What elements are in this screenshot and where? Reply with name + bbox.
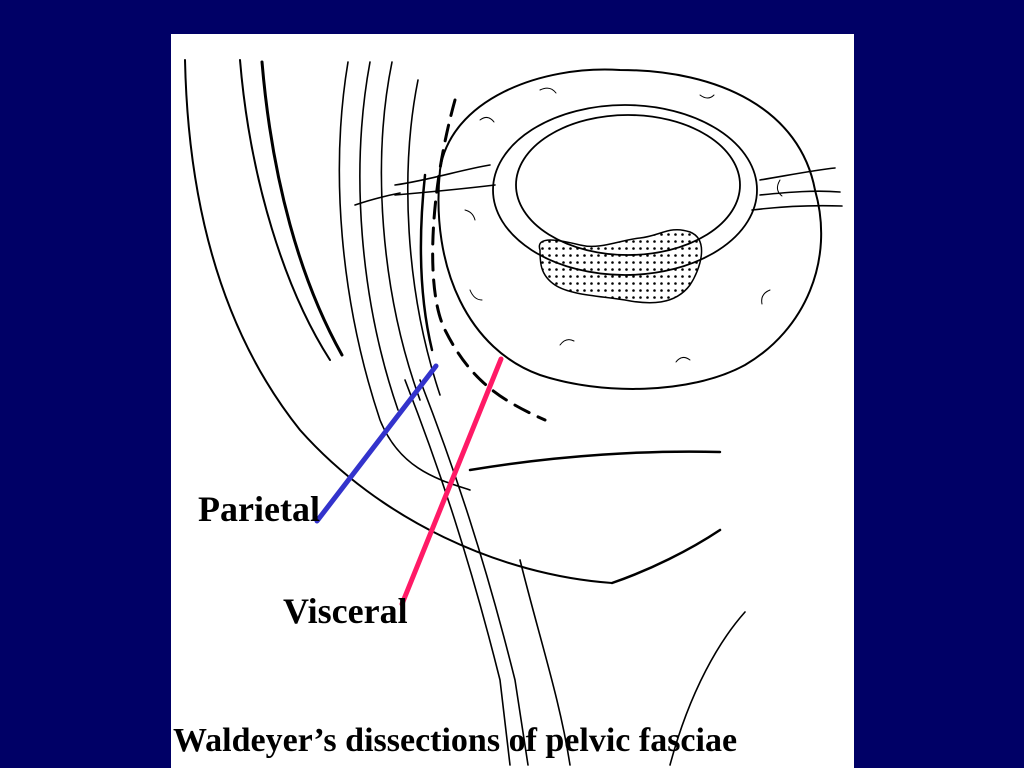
strand-left [404, 379, 511, 766]
texture-3 [699, 94, 715, 99]
texture-8 [469, 289, 483, 301]
ligament-right-3 [751, 204, 843, 211]
rectum-outer [437, 68, 823, 390]
inner-wall-right [260, 60, 344, 357]
fascia-band-1 [338, 61, 471, 491]
ligament-left-1 [394, 164, 491, 186]
visceral-leader-line [399, 356, 504, 607]
texture-9 [464, 209, 476, 221]
texture-5 [761, 289, 771, 305]
ligament-left-3 [354, 192, 401, 206]
illustration-panel [171, 34, 854, 768]
lower-curve-1 [468, 450, 722, 472]
ligament-left-2 [394, 184, 496, 196]
outer-wall-thick [610, 528, 722, 585]
outer-wall-line [184, 59, 613, 584]
strand-right [419, 379, 529, 766]
texture-4 [776, 179, 783, 197]
slide-caption: Waldeyer’s dissections of pelvic fasciae [173, 722, 738, 759]
lower-curve-3 [669, 611, 746, 766]
ligament-right-1 [759, 167, 836, 181]
visceral-label: Visceral [283, 591, 408, 631]
fascia-band-2 [359, 61, 399, 411]
texture-6 [675, 356, 691, 363]
texture-2 [539, 87, 557, 94]
fascia-band-3 [380, 61, 421, 401]
visceral-layer-solid [419, 173, 434, 352]
inner-wall-left [239, 59, 331, 361]
dissection-plane-dashed [431, 98, 547, 422]
fascia-band-4 [407, 79, 441, 396]
texture-1 [479, 116, 495, 123]
ligament-right-2 [759, 190, 841, 196]
lumen-inner [515, 114, 741, 256]
parietal-label: Parietal [198, 489, 320, 529]
mucosal-patch [538, 228, 703, 304]
lower-curve-2 [519, 559, 571, 766]
parietal-leader-line [314, 363, 439, 524]
texture-7 [559, 339, 575, 346]
